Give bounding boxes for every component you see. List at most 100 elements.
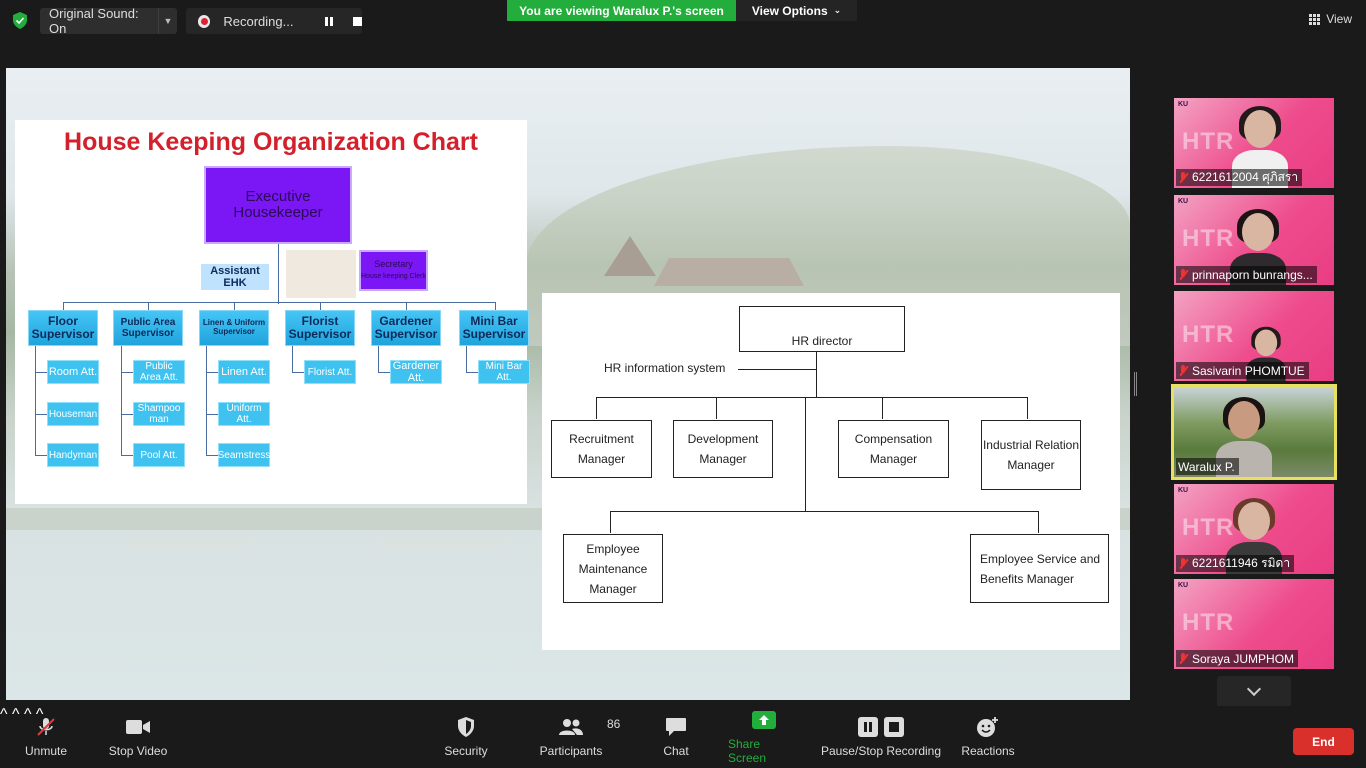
background-roof <box>654 258 804 286</box>
slide-title: House Keeping Organization Chart <box>64 128 478 156</box>
end-meeting-button[interactable]: End <box>1293 728 1354 755</box>
connector <box>35 372 47 373</box>
public-area-supervisor-box: Public Area Supervisor <box>113 310 183 346</box>
panel-splitter[interactable] <box>1134 372 1137 396</box>
connector <box>63 302 495 303</box>
security-button[interactable]: Security <box>440 706 492 768</box>
connector <box>292 372 304 373</box>
participants-button[interactable]: 86 Participants <box>538 706 621 768</box>
reactions-button[interactable]: Reactions <box>960 706 1016 768</box>
stop-video-button[interactable]: Stop Video <box>106 706 170 768</box>
houseman-box: Houseman <box>47 402 99 426</box>
share-screen-label: Share Screen <box>728 737 767 765</box>
active-speaker-tile[interactable]: Waralux P. <box>1171 384 1337 480</box>
stop-icon[interactable] <box>353 16 362 26</box>
viewing-banner: You are viewing Waralux P.'s screen <box>507 0 736 21</box>
connector <box>206 346 207 456</box>
connector <box>596 397 597 419</box>
connector <box>610 511 611 533</box>
chat-icon <box>665 716 687 738</box>
participant-name: 6221611946 รมิดา <box>1176 555 1295 572</box>
secretary-label: Secretary <box>374 259 413 270</box>
chat-button[interactable]: Chat <box>660 706 692 768</box>
original-sound-button[interactable]: Original Sound: On ▼ <box>40 6 177 36</box>
view-button[interactable]: View <box>1309 12 1352 26</box>
meeting-toolbar: Unmute ^ Stop Video ^ Security 86 Partic… <box>0 706 1366 768</box>
chevron-down-icon: ⌄ <box>833 5 842 15</box>
connector <box>406 302 407 310</box>
connector <box>206 414 218 415</box>
participant-tile[interactable]: KU HTR prinnaporn bunrangs... <box>1174 195 1334 285</box>
background-watermark: HTR <box>1182 514 1235 541</box>
chat-label: Chat <box>663 744 689 758</box>
pause-stop-icon <box>857 716 905 738</box>
mic-muted-icon <box>1178 652 1188 665</box>
mic-muted-icon <box>1178 557 1188 570</box>
participant-tile[interactable]: KU HTR Soraya JUMPHOM <box>1174 579 1334 669</box>
participant-name: Soraya JUMPHOM <box>1176 650 1299 667</box>
participants-icon: 86 <box>558 716 620 738</box>
shield-icon[interactable] <box>12 12 28 29</box>
public-area-att-box: Public Area Att. <box>133 360 185 384</box>
chevron-up-icon[interactable]: ^ <box>35 706 44 723</box>
handyman-box: Handyman <box>47 443 99 467</box>
hr-information-system-label: HR information system <box>604 361 726 375</box>
connector <box>716 397 717 419</box>
pause-stop-recording-label: Pause/Stop Recording <box>820 744 942 758</box>
floor-supervisor-box: Floor Supervisor <box>28 310 98 346</box>
share-screen-icon <box>752 709 776 731</box>
view-label: View <box>1326 12 1352 26</box>
connector <box>121 372 133 373</box>
connector <box>121 455 133 456</box>
connector <box>378 372 390 373</box>
chevron-down-icon <box>1246 681 1262 697</box>
connector <box>35 414 47 415</box>
chevron-up-icon[interactable]: ^ <box>11 706 20 723</box>
original-sound-label: Original Sound: On <box>49 6 139 36</box>
background-logo: KU <box>1178 582 1189 589</box>
connector <box>278 244 279 304</box>
microphone-muted-icon <box>35 716 57 738</box>
assistant-ehk-box: Assistant EHK <box>201 264 269 290</box>
participant-tile[interactable]: HTR Sasivarin PHOMTUE <box>1174 291 1334 381</box>
view-options-button[interactable]: View Options ⌄ <box>736 0 857 21</box>
chevron-up-icon[interactable]: ^ <box>0 706 8 723</box>
gardener-att-box: Gardener Att. <box>390 360 442 384</box>
employee-maintenance-manager-box: Employee Maintenance Manager <box>563 534 663 603</box>
connector <box>63 302 64 310</box>
background-logo: KU <box>1178 101 1189 108</box>
mic-muted-icon <box>1178 364 1188 377</box>
connector <box>35 346 36 456</box>
recording-label: Recording... <box>223 13 294 29</box>
pause-stop-recording-button[interactable]: Pause/Stop Recording <box>820 706 942 768</box>
background-roof <box>604 236 656 276</box>
connector <box>816 352 817 397</box>
record-icon <box>198 14 211 28</box>
connector <box>148 302 149 310</box>
pause-icon[interactable] <box>325 16 334 26</box>
participant-tile[interactable]: KU HTR 6221611946 รมิดา <box>1174 484 1334 574</box>
connector <box>1027 397 1028 419</box>
chevron-down-icon[interactable]: ▼ <box>158 8 177 34</box>
linen-uniform-supervisor-box: Linen & Uniform Supervisor <box>199 310 269 346</box>
connector <box>292 346 293 373</box>
connector <box>35 455 47 456</box>
gardener-supervisor-box: Gardener Supervisor <box>371 310 441 346</box>
chevron-up-icon[interactable]: ^ <box>23 706 32 723</box>
minibar-supervisor-box: Mini Bar Supervisor <box>459 310 529 346</box>
industrial-relation-manager-box: Industrial Relation Manager <box>981 420 1081 490</box>
uniform-att-box: Uniform Att. <box>218 402 270 426</box>
shampoo-man-box: Shampoo man <box>133 402 185 426</box>
video-camera-icon <box>125 716 151 738</box>
connector <box>495 302 496 310</box>
share-screen-button[interactable]: Share Screen <box>728 706 800 768</box>
connector <box>121 346 122 456</box>
top-bar: Original Sound: On ▼ Recording... You ar… <box>0 0 1366 42</box>
gallery-scroll-down-button[interactable] <box>1217 676 1291 708</box>
participants-label: Participants <box>539 744 603 758</box>
participant-tile[interactable]: KU HTR 6221612004 ศุภิสรา <box>1174 98 1334 188</box>
unmute-button[interactable]: Unmute <box>22 706 70 768</box>
connector <box>320 302 321 310</box>
housekeeping-chart-slide: House Keeping Organization Chart Executi… <box>15 120 530 504</box>
connector <box>738 369 816 370</box>
